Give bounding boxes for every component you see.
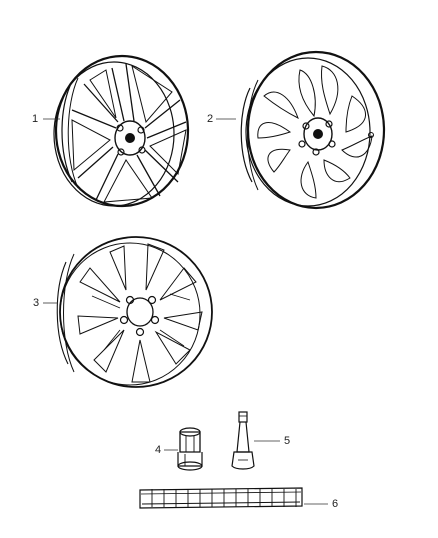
- wheel-five-double-spoke-icon: [53, 54, 190, 208]
- wheel-ten-spoke-icon: [56, 236, 213, 388]
- callout-3: 3: [33, 297, 40, 309]
- callout-5: 5: [284, 435, 291, 447]
- tire-valve-stem-icon: [231, 411, 255, 470]
- lug-nut-icon: [177, 427, 203, 471]
- callout-2: 2: [207, 113, 214, 125]
- callout-1: 1: [32, 113, 39, 125]
- wheel-split-spoke-icon: [240, 50, 386, 210]
- callout-4: 4: [155, 444, 162, 456]
- wheel-balance-weight-strip-icon: [139, 487, 303, 509]
- callout-6: 6: [332, 498, 339, 510]
